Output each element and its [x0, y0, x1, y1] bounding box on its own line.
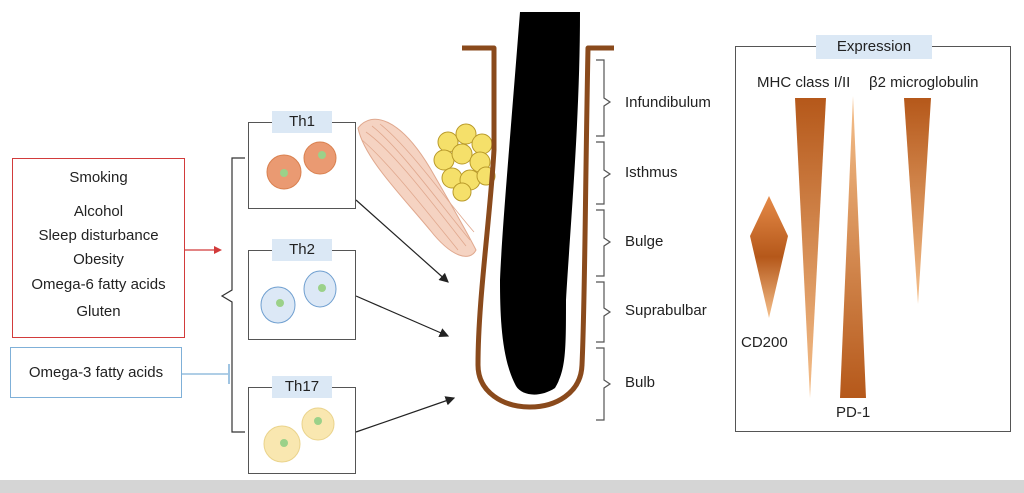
arrector-pili-muscle	[357, 118, 477, 257]
omega3-box: Omega-3 fatty acids	[10, 347, 182, 398]
bottom-bar	[0, 480, 1024, 493]
mhc-gradient	[795, 98, 826, 398]
promote-arrow-head	[214, 246, 222, 254]
tcell-bracket	[220, 157, 245, 433]
th2-cells	[260, 270, 337, 324]
b2m-gradient	[904, 98, 931, 304]
factor-omega6: Omega-6 fatty acids	[31, 276, 166, 293]
th17-label: Th17	[272, 376, 332, 398]
region-infundibulum: Infundibulum	[625, 94, 711, 111]
omega3-label: Omega-3 fatty acids	[28, 364, 164, 381]
th1-cells	[266, 141, 337, 190]
th17-arrow	[355, 396, 456, 433]
region-bulb: Bulb	[625, 374, 656, 391]
factor-gluten: Gluten	[76, 303, 121, 320]
factor-obesity: Obesity	[73, 251, 124, 268]
region-bulge: Bulge	[625, 233, 664, 250]
th1-label: Th1	[272, 111, 332, 133]
factor-alcohol: Alcohol	[73, 203, 124, 220]
expression-title: Expression	[816, 35, 932, 59]
marker-b2m: β2 microglobulin	[869, 74, 979, 91]
marker-cd200: CD200	[741, 334, 788, 351]
th1-arrow	[355, 199, 449, 283]
sebaceous-gland	[433, 123, 496, 202]
risk-factors-box: Smoking Alcohol Sleep disturbance Obesit…	[12, 158, 185, 338]
th1-box	[248, 122, 356, 209]
th2-label: Th2	[272, 239, 332, 261]
th2-box	[248, 250, 356, 340]
follicle-outline	[462, 45, 614, 410]
th2-arrow	[355, 295, 450, 338]
factor-smoking: Smoking	[69, 169, 128, 186]
region-braces	[596, 59, 612, 421]
marker-mhc: MHC class I/II	[757, 74, 851, 91]
region-isthmus: Isthmus	[625, 164, 678, 181]
marker-pd1: PD-1	[836, 404, 871, 421]
cd200-gradient	[750, 196, 788, 318]
pd1-gradient	[840, 96, 866, 398]
th17-box	[248, 387, 356, 474]
region-suprabulbar: Suprabulbar	[625, 302, 707, 319]
factor-sleep-disturbance: Sleep disturbance	[38, 227, 159, 244]
hair-shaft	[500, 12, 580, 395]
expression-panel	[735, 46, 1011, 432]
th17-cells	[263, 407, 335, 463]
